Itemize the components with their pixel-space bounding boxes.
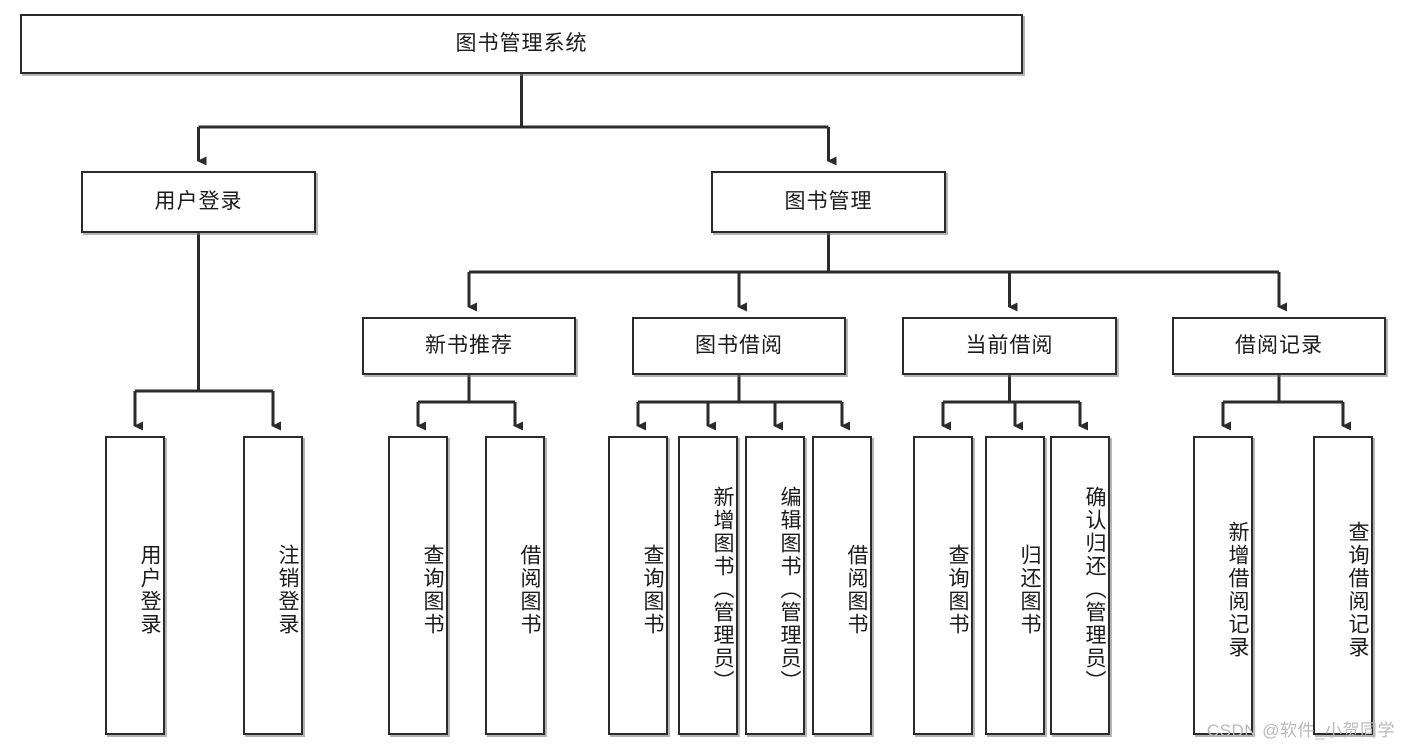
node-leaf-query-record[interactable]: 查询借阅记录 [1313,436,1373,735]
node-label-leaf-return-book: 归还图书 [1018,543,1041,636]
node-book-borrow[interactable]: 图书借阅 [632,317,846,375]
node-label-leaf-add-book: 新增图书（管理员） [711,486,734,693]
node-label-book-borrow: 图书借阅 [695,334,783,358]
node-leaf-return-book[interactable]: 归还图书 [985,436,1045,735]
node-label-leaf-query-book-1: 查询图书 [421,543,444,636]
node-leaf-confirm-return[interactable]: 确认归还（管理员） [1050,436,1110,735]
node-label-current-borrow: 当前借阅 [965,334,1054,358]
node-label-borrow-record: 借阅记录 [1235,334,1323,358]
node-leaf-query-book-3[interactable]: 查询图书 [913,436,973,735]
node-label-leaf-edit-book: 编辑图书（管理员） [778,486,801,693]
node-leaf-add-record[interactable]: 新增借阅记录 [1193,436,1253,735]
node-current-borrow[interactable]: 当前借阅 [902,317,1117,375]
node-label-leaf-confirm-return: 确认归还（管理员） [1083,486,1106,693]
csdn-watermark: CSDN @软件_小贺同学 [1206,721,1395,740]
node-leaf-query-book-1[interactable]: 查询图书 [388,436,448,735]
node-leaf-borrow-book-2[interactable]: 借阅图书 [812,436,872,735]
node-label-leaf-borrow-book-2: 借阅图书 [845,543,868,636]
node-label-new-book-rec: 新书推荐 [425,334,513,358]
node-book-manage[interactable]: 图书管理 [711,171,946,233]
node-label-leaf-add-record: 新增借阅记录 [1226,520,1249,659]
node-leaf-edit-book[interactable]: 编辑图书（管理员） [745,436,805,735]
node-leaf-borrow-book-1[interactable]: 借阅图书 [485,436,545,735]
node-label-leaf-user-login: 用户登录 [138,543,161,636]
node-label-leaf-query-book-3: 查询图书 [946,543,969,636]
node-label-leaf-query-record: 查询借阅记录 [1346,520,1369,659]
node-label-leaf-query-book-2: 查询图书 [641,543,664,636]
node-label-book-manage: 图书管理 [784,190,873,214]
node-label-root: 图书管理系统 [455,32,588,56]
node-root[interactable]: 图书管理系统 [20,14,1023,74]
node-leaf-logout[interactable]: 注销登录 [243,436,303,735]
node-user-login[interactable]: 用户登录 [81,171,316,233]
node-leaf-add-book[interactable]: 新增图书（管理员） [678,436,738,735]
node-label-leaf-logout: 注销登录 [276,543,299,636]
node-leaf-user-login[interactable]: 用户登录 [105,436,165,735]
node-new-book-rec[interactable]: 新书推荐 [362,317,576,375]
node-label-user-login: 用户登录 [154,190,243,214]
node-borrow-record[interactable]: 借阅记录 [1172,317,1386,375]
node-leaf-query-book-2[interactable]: 查询图书 [608,436,668,735]
node-label-leaf-borrow-book-1: 借阅图书 [518,543,541,636]
